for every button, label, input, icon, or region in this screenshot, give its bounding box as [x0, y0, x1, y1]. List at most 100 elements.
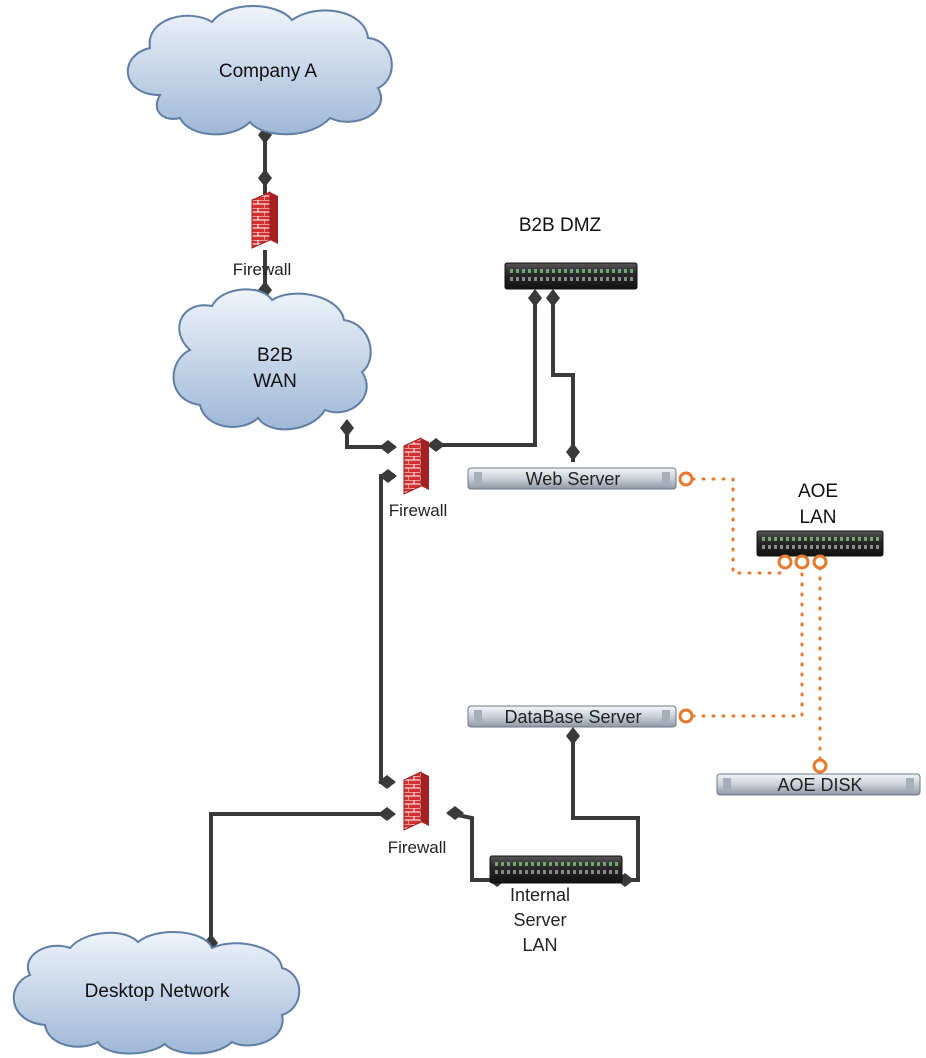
- switch-port: [618, 277, 621, 281]
- switch-port: [774, 545, 777, 549]
- wire-firewall-bottom-to-desktop: [209, 812, 393, 950]
- switch-label-line2: Server: [513, 910, 566, 930]
- switch-port: [786, 537, 789, 541]
- switch-port: [594, 269, 597, 273]
- switch-port: [615, 870, 618, 874]
- cloud-label: Company A: [219, 61, 318, 82]
- switch-port: [531, 862, 534, 866]
- cloud-company-a: Company A: [126, 5, 393, 136]
- switch-port: [597, 870, 600, 874]
- switch-port: [570, 269, 573, 273]
- switch-port: [858, 545, 861, 549]
- switch-port: [798, 545, 801, 549]
- switch-port: [585, 870, 588, 874]
- switch-port: [516, 269, 519, 273]
- switch-port: [525, 862, 528, 866]
- cloud-desktop-network: Desktop Network: [12, 931, 301, 1055]
- cloud-icon: [172, 288, 372, 431]
- switch-port: [840, 545, 843, 549]
- switch-label-line3: LAN: [522, 935, 557, 955]
- switch-port: [534, 277, 537, 281]
- switch-port: [630, 269, 633, 273]
- switch-port: [513, 870, 516, 874]
- switch-port: [513, 862, 516, 866]
- switch-label-line1: Internal: [510, 885, 570, 905]
- server-web: Web Server: [467, 467, 694, 490]
- switch-port: [582, 277, 585, 281]
- aoe-link-webserver: [691, 477, 790, 575]
- firewall-bottom: Firewall: [388, 771, 447, 857]
- switch-port: [603, 862, 606, 866]
- switch-port: [780, 537, 783, 541]
- wire-firewall-bottom-to-internal: [447, 811, 495, 882]
- switch-port: [840, 537, 843, 541]
- switch-port: [852, 545, 855, 549]
- cloud-icon: [12, 931, 301, 1055]
- switch-port: [870, 537, 873, 541]
- server-icon: [467, 705, 677, 728]
- switch-port: [846, 545, 849, 549]
- connector-diamond: [528, 289, 542, 307]
- connector-diamond: [446, 806, 464, 820]
- switch-port: [600, 269, 603, 273]
- server-label: DataBase Server: [504, 707, 641, 727]
- switch-label: B2B DMZ: [519, 215, 602, 236]
- firewall-icon: [251, 191, 278, 249]
- switch-port: [774, 537, 777, 541]
- firewall-top: Firewall: [233, 191, 291, 279]
- switch-port: [612, 277, 615, 281]
- switch-port: [624, 269, 627, 273]
- switch-port: [501, 862, 504, 866]
- switch-b2b-dmz: B2B DMZ: [504, 215, 638, 290]
- switch-port: [858, 537, 861, 541]
- switch-port: [609, 862, 612, 866]
- switch-port: [507, 862, 510, 866]
- connector-diamond: [340, 419, 354, 437]
- switch-port: [579, 870, 582, 874]
- connectors: [204, 126, 634, 952]
- server-label: Web Server: [526, 469, 621, 489]
- cloud-icon: [126, 5, 393, 136]
- switch-port: [792, 545, 795, 549]
- switch-port: [501, 870, 504, 874]
- switch-port: [780, 545, 783, 549]
- switch-port: [876, 537, 879, 541]
- firewall-icon: [403, 437, 429, 495]
- switch-icon: [756, 530, 884, 557]
- switch-port: [510, 269, 513, 273]
- firewall-icon: [403, 771, 429, 831]
- switch-port: [612, 269, 615, 273]
- server-icon: [716, 773, 921, 796]
- switch-port: [798, 537, 801, 541]
- switch-port: [630, 277, 633, 281]
- switch-port: [762, 537, 765, 541]
- switch-port: [792, 537, 795, 541]
- connector-diamond: [379, 440, 397, 454]
- switch-port: [564, 269, 567, 273]
- wire-dmz-to-webserver: [551, 297, 575, 462]
- wire-firewall-mid-to-firewall-bottom: [379, 474, 395, 784]
- switch-port: [804, 545, 807, 549]
- connector-diamond: [378, 775, 396, 789]
- connector-diamond: [379, 469, 397, 483]
- connector-diamond: [546, 289, 560, 307]
- switch-port: [537, 862, 540, 866]
- switch-port: [522, 277, 525, 281]
- firewall-label: Firewall: [388, 838, 447, 857]
- switch-port: [588, 269, 591, 273]
- switch-label-line1: AOE: [798, 481, 838, 502]
- switch-port: [822, 537, 825, 541]
- server-database: DataBase Server: [467, 705, 694, 728]
- switch-port: [546, 269, 549, 273]
- switch-port: [852, 537, 855, 541]
- switch-port: [804, 537, 807, 541]
- switch-port: [549, 862, 552, 866]
- switch-port: [876, 545, 879, 549]
- switch-port: [576, 277, 579, 281]
- aoe-port-icon: [678, 471, 694, 487]
- switch-port: [834, 545, 837, 549]
- server-icon: [467, 467, 677, 490]
- connector-diamond: [378, 807, 396, 821]
- switch-internal-server-lan: Internal Server LAN: [489, 855, 623, 955]
- cloud-b2b-wan: B2B WAN: [172, 288, 372, 431]
